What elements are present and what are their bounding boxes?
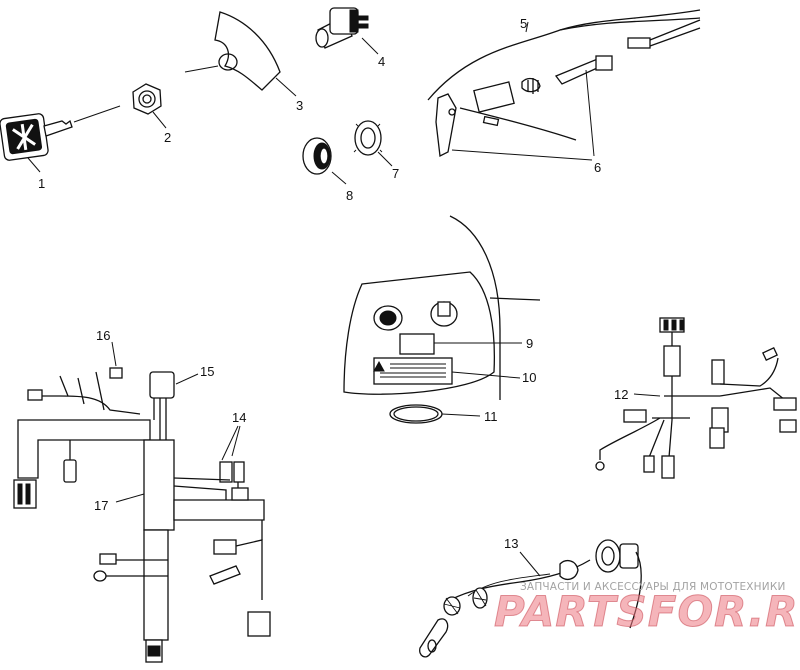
watermark-caption: ЗАПЧАСТИ И АКСЕССУАРЫ ДЛЯ МОТОТЕХНИКИ xyxy=(520,581,786,593)
plate xyxy=(214,11,281,91)
callout-8: 8 xyxy=(346,188,353,203)
callout-1: 1 xyxy=(38,176,45,191)
ignition-key xyxy=(0,105,121,161)
throttle-assembly xyxy=(427,9,701,157)
bezel-nut xyxy=(302,137,332,175)
lock-washer xyxy=(353,120,383,156)
callout-13: 13 xyxy=(504,536,518,551)
callout-7: 7 xyxy=(392,166,399,181)
callout-6: 6 xyxy=(594,160,601,175)
nut xyxy=(132,83,162,115)
callout-15: 15 xyxy=(200,364,214,379)
watermark-brand: PARTSFOR.RU xyxy=(494,587,800,636)
callout-14: 14 xyxy=(232,410,246,425)
main-harness xyxy=(13,367,271,663)
callout-2: 2 xyxy=(164,130,171,145)
callout-4: 4 xyxy=(378,54,385,69)
callout-11: 11 xyxy=(484,409,498,424)
ignition-switch xyxy=(315,7,369,49)
callout-17: 17 xyxy=(94,498,108,513)
callout-5: 5 xyxy=(520,16,527,31)
callout-9: 9 xyxy=(526,336,533,351)
callout-16: 16 xyxy=(96,328,110,343)
tether-switch xyxy=(419,539,642,658)
callout-10: 10 xyxy=(522,370,536,385)
callout-12: 12 xyxy=(614,387,628,402)
callout-3: 3 xyxy=(296,98,303,113)
harness-small xyxy=(595,317,797,479)
console-panel xyxy=(343,215,541,424)
